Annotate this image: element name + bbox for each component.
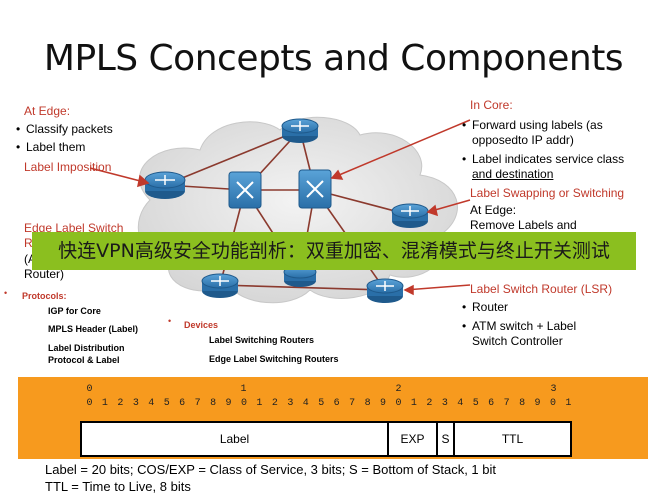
bit-number: 7 bbox=[503, 398, 510, 409]
bit-tens-label: 0 bbox=[86, 384, 93, 395]
bit-number: 6 bbox=[333, 398, 340, 409]
bit-number: 0 bbox=[240, 398, 247, 409]
label-swapping-heading: Label Swapping or Switching bbox=[470, 186, 625, 200]
bit-number: 4 bbox=[148, 398, 155, 409]
field-divider bbox=[387, 423, 389, 455]
bit-number: 0 bbox=[395, 398, 402, 409]
footer-note: Label = 20 bits; COS/EXP = Class of Serv… bbox=[45, 461, 496, 495]
bit-number: 5 bbox=[163, 398, 170, 409]
bit-tens-label: 1 bbox=[240, 384, 247, 395]
bit-number: 1 bbox=[101, 398, 108, 409]
edge-router-icon bbox=[201, 273, 239, 298]
bit-number: 3 bbox=[441, 398, 448, 409]
bit-tens-label: 2 bbox=[395, 384, 402, 395]
bit-number: 8 bbox=[519, 398, 526, 409]
lsr-bullet: ATM switch + Label bbox=[462, 319, 576, 334]
bit-tens-label: 3 bbox=[550, 384, 557, 395]
edge-lsr-heading-cont: R bbox=[24, 236, 33, 250]
slide-title: MPLS Concepts and Components bbox=[43, 38, 624, 79]
bit-number: 9 bbox=[534, 398, 541, 409]
protocol-item: Label Distribution bbox=[48, 343, 125, 353]
protocol-item: IGP for Core bbox=[48, 306, 101, 316]
bit-number: 1 bbox=[410, 398, 417, 409]
edge-lsr-note-cont: Router) bbox=[24, 267, 65, 281]
bit-number: 4 bbox=[302, 398, 309, 409]
bit-number: 9 bbox=[225, 398, 232, 409]
field-s: S bbox=[441, 432, 450, 446]
footer-line: Label = 20 bits; COS/EXP = Class of Serv… bbox=[45, 462, 497, 477]
edge-lsr-heading: Edge Label Switch bbox=[24, 221, 124, 235]
bit-number: 0 bbox=[549, 398, 556, 409]
protocols-heading: Protocols: bbox=[22, 291, 67, 301]
edge-bullet: Label them bbox=[16, 140, 85, 155]
device-item: Label Switching Routers bbox=[209, 335, 315, 345]
field-divider bbox=[436, 423, 438, 455]
bit-number: 6 bbox=[179, 398, 186, 409]
bit-number: 4 bbox=[457, 398, 464, 409]
field-label: Label bbox=[219, 432, 250, 446]
bit-number: 1 bbox=[565, 398, 572, 409]
edge-router-icon bbox=[366, 278, 404, 303]
label-imposition-heading: Label Imposition bbox=[24, 160, 112, 174]
devices-bullet-icon: • bbox=[168, 316, 172, 326]
core-bullet: Label indicates service class bbox=[462, 152, 624, 167]
callout-arrows bbox=[89, 119, 471, 296]
at-edge-text-cont: Remove Labels and bbox=[470, 218, 577, 232]
edge-router-icon bbox=[281, 118, 319, 143]
protocol-item: Protocol & Label bbox=[48, 355, 120, 365]
bit-number: 7 bbox=[194, 398, 201, 409]
lsr-bullet: Router bbox=[462, 300, 508, 315]
bit-number: 0 bbox=[86, 398, 93, 409]
footer-line: TTL = Time to Live, 8 bits bbox=[45, 479, 191, 494]
field-exp: EXP bbox=[400, 432, 425, 446]
edge-router-icon bbox=[391, 203, 429, 228]
bit-number: 2 bbox=[271, 398, 278, 409]
field-divider bbox=[453, 423, 455, 455]
devices-heading: Devices bbox=[184, 320, 219, 330]
at-edge-text: At Edge: bbox=[470, 203, 517, 217]
edge-bullet: Classify packets bbox=[16, 122, 113, 137]
lsr-switch-icon bbox=[298, 169, 332, 209]
bit-number: 8 bbox=[210, 398, 217, 409]
lsr-switch-icon bbox=[228, 171, 262, 209]
bit-number: 5 bbox=[472, 398, 479, 409]
bit-number: 9 bbox=[380, 398, 387, 409]
lsr-heading: Label Switch Router (LSR) bbox=[470, 282, 613, 296]
edge-router-icon bbox=[144, 171, 186, 199]
bit-number: 6 bbox=[488, 398, 495, 409]
protocol-item: MPLS Header (Label) bbox=[48, 324, 139, 334]
bit-number: 2 bbox=[117, 398, 124, 409]
core-bullet-cont: and destination bbox=[472, 167, 554, 181]
bit-number: 2 bbox=[426, 398, 433, 409]
bit-number: 8 bbox=[364, 398, 371, 409]
lsr-bullet-cont: Switch Controller bbox=[472, 334, 563, 348]
edge-heading: At Edge: bbox=[24, 104, 71, 118]
mpls-header-fields: Label EXP S TTL bbox=[80, 421, 572, 457]
core-heading: In Core: bbox=[470, 98, 513, 112]
bit-number: 3 bbox=[132, 398, 139, 409]
bit-number: 5 bbox=[318, 398, 325, 409]
overlay-banner[interactable]: 快连VPN高级安全功能剖析：双重加密、混淆模式与终止开关测试 bbox=[32, 232, 636, 270]
field-ttl: TTL bbox=[501, 432, 524, 446]
core-bullet: Forward using labels (as bbox=[462, 118, 603, 133]
core-bullet-cont: opposedto IP addr) bbox=[472, 133, 574, 147]
device-item: Edge Label Switching Routers bbox=[209, 354, 339, 364]
protocols-bullet-icon: • bbox=[4, 288, 8, 298]
bit-number: 3 bbox=[287, 398, 294, 409]
bit-number: 7 bbox=[349, 398, 356, 409]
bit-number: 1 bbox=[256, 398, 263, 409]
